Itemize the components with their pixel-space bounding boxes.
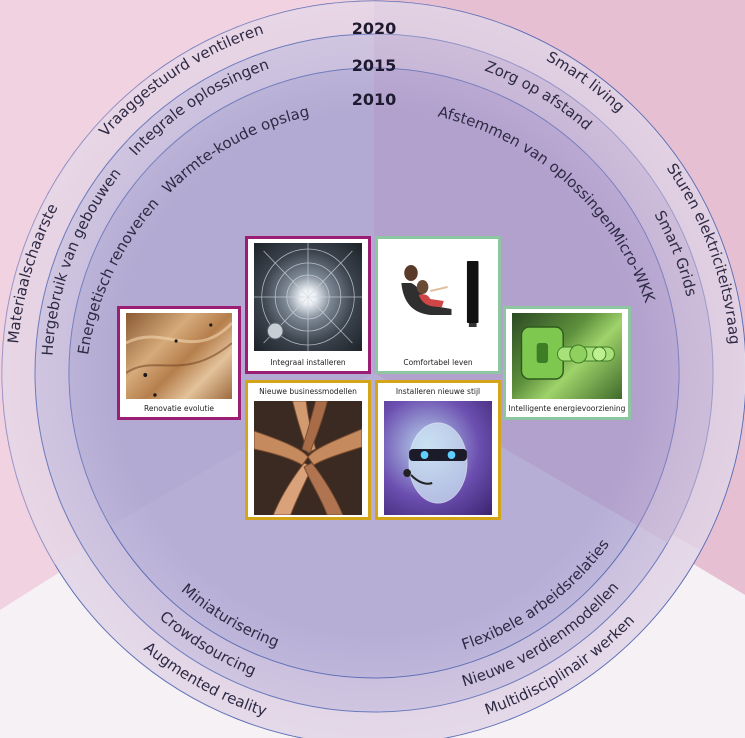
card-business: Nieuwe businessmodellen: [245, 380, 371, 520]
year-label-2015: 2015: [352, 56, 397, 75]
card-caption: Renovatie evolutie: [143, 404, 214, 413]
card-caption: Intelligente energievoorziening: [508, 404, 626, 413]
year-label-2010: 2010: [352, 90, 397, 109]
family-photo: [384, 243, 492, 351]
card-renovatie: Renovatie evolutie: [117, 306, 241, 420]
card-caption: Comfortabel leven: [403, 358, 473, 367]
plug-photo: [512, 313, 622, 399]
card-caption: Installeren nieuwe stijl: [395, 387, 481, 396]
card-integraal: Integraal installeren: [245, 236, 371, 374]
card-intelligente: Intelligente energievoorziening: [503, 306, 631, 420]
hands-photo: [254, 401, 362, 515]
card-caption: Nieuwe businessmodellen: [259, 387, 357, 396]
building-photo: [254, 243, 362, 351]
wood-photo: [126, 313, 232, 399]
card-comfortabel: Comfortabel leven: [375, 236, 501, 374]
robot-head-photo: [384, 401, 492, 515]
year-label-2020: 2020: [352, 19, 397, 38]
card-nieuwe-stijl: Installeren nieuwe stijl: [375, 380, 501, 520]
card-caption: Integraal installeren: [270, 358, 346, 367]
